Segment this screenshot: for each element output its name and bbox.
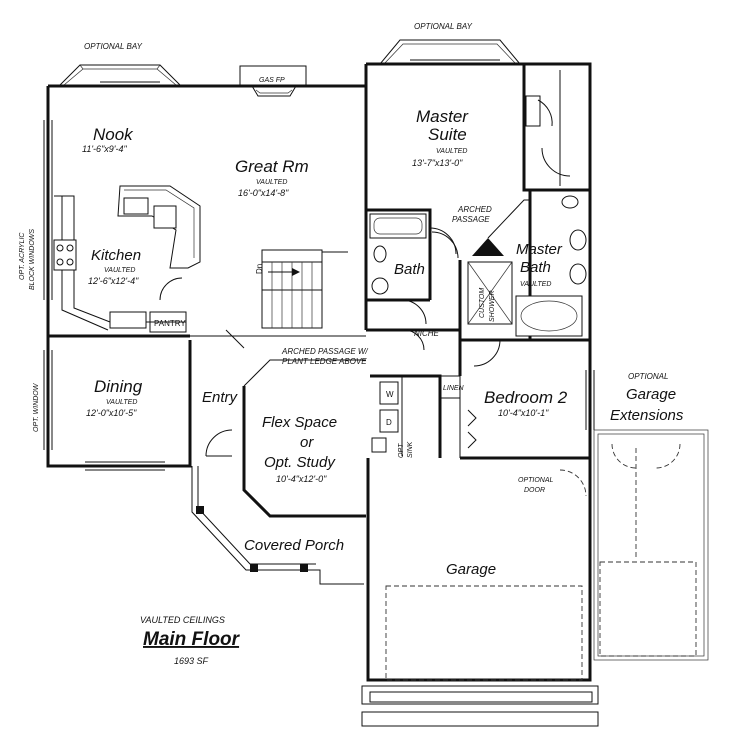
exterior-walls: [46, 62, 592, 682]
interior-walls: [48, 64, 590, 458]
custom-shower-label-2: SHOWER: [489, 291, 496, 323]
garage-ext-label-1: OPTIONAL: [628, 372, 668, 381]
master-suite-name-1: Master: [416, 107, 469, 126]
niche-label: NICHE: [414, 329, 440, 338]
flex-line-1: Flex Space: [262, 414, 337, 431]
porch-name: Covered Porch: [244, 537, 344, 554]
opt-acrylic-label-2: BLOCK WINDOWS: [29, 229, 36, 290]
bedroom2-name: Bedroom 2: [484, 388, 568, 407]
opt-acrylic-label-1: OPT. ACRYLIC: [19, 232, 26, 280]
plan-area: 1693 SF: [174, 656, 209, 666]
linen-label: LINEN: [443, 385, 465, 392]
bath-name: Bath: [394, 261, 425, 278]
windows: [43, 59, 595, 471]
optional-bay-right: [379, 39, 521, 65]
kitchen-note: VAULTED: [104, 267, 135, 274]
door-swings: [205, 99, 587, 497]
garage-name: Garage: [446, 561, 496, 578]
master-bath-name-2: Bath: [520, 259, 551, 276]
flex-line-3: Opt. Study: [264, 454, 336, 471]
kitchen-name: Kitchen: [91, 247, 141, 264]
master-bath-note: VAULTED: [520, 281, 551, 288]
washer-label: W: [386, 390, 394, 399]
opt-window-label: OPT. WINDOW: [33, 382, 40, 432]
great-room-note: VAULTED: [256, 179, 287, 186]
optional-door-label-2: DOOR: [524, 487, 545, 494]
nook-name: Nook: [93, 125, 134, 144]
garage-ext-label-3: Extensions: [610, 407, 684, 424]
great-room-dims: 16'-0"x14'-8": [238, 188, 289, 198]
master-bath-name-1: Master: [516, 241, 563, 258]
nook-dims: 11'-6"x9'-4": [82, 144, 127, 154]
master-suite-dims: 13'-7"x13'-0": [412, 158, 463, 168]
plan-subtitle: VAULTED CEILINGS: [140, 615, 225, 625]
flex-dims: 10'-4"x12'-0": [276, 474, 327, 484]
optional-bay-left-label: OPTIONAL BAY: [84, 42, 143, 51]
opt-sink-label-2: SINK: [407, 441, 414, 458]
arched-plant-label-1: ARCHED PASSAGE W/: [281, 347, 368, 356]
dining-name: Dining: [94, 377, 143, 396]
optional-door-label-1: OPTIONAL: [518, 477, 554, 484]
opt-sink-label-1: OPT: [398, 443, 405, 458]
flex-line-2: or: [300, 434, 314, 451]
dining-note: VAULTED: [106, 399, 137, 406]
porch-posts: [196, 506, 308, 572]
kitchen-dims: 12'-6"x12'-4": [88, 276, 139, 286]
arched-passage-label-2: PASSAGE: [452, 215, 490, 224]
bath-fixtures: [369, 195, 587, 453]
entry-name: Entry: [202, 389, 239, 406]
optional-bay-left: [59, 64, 181, 86]
gas-fp-label: GAS FP: [259, 77, 285, 84]
garage-details: [361, 429, 709, 727]
dryer-label: D: [386, 418, 392, 427]
great-room-name: Great Rm: [235, 157, 309, 176]
master-suite-name-2: Suite: [428, 125, 467, 144]
stair-arrow: [268, 268, 300, 276]
pantry-label: PANTRY: [154, 319, 186, 328]
arched-passage-label-1: ARCHED: [457, 205, 492, 214]
garage-ext-label-2: Garage: [626, 386, 676, 403]
plan-title: Main Floor: [143, 629, 241, 650]
custom-shower-label-1: CUSTOM: [479, 288, 486, 318]
dining-dims: 12'-0"x10'-5": [86, 408, 137, 418]
kitchen-counters: [53, 185, 201, 331]
master-suite-note: VAULTED: [436, 148, 467, 155]
bedroom2-dims: 10'-4"x10'-1": [498, 408, 549, 418]
optional-bay-right-label: OPTIONAL BAY: [414, 22, 473, 31]
stairs-down-label: Dn: [255, 264, 264, 274]
arched-plant-label-2: PLANT LEDGE ABOVE: [282, 357, 367, 366]
